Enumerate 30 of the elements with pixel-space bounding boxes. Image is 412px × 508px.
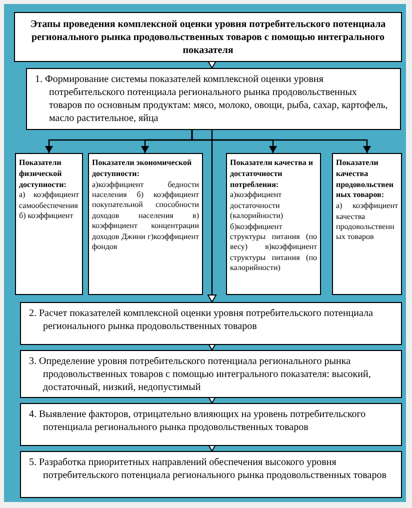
- box-heading: Показатели качества и достаточности потребления:: [230, 158, 314, 190]
- step-text: 4. Выявление факторов, отрицательно влияющих на уровень потребительского потенциала регионального рынка продовольственных товаров: [29, 408, 367, 434]
- indicator-box: [88, 153, 203, 295]
- indicator-box: [226, 153, 321, 295]
- step-text: 3. Определение уровня потребительского потенциала регионального рынка продовольственных товаров с помощью интегрального показателя: высокий, достаточный, низкий, недопустимый: [29, 355, 372, 394]
- step-text: 1. Формирование системы показателей комплексной оценки уровня потребительского потенциала регионального рынка продовольственных товаров по основным продуктам: мясо, молоко, овощи, рыба, сахар, картофель, масло растительное, яйца: [35, 73, 389, 125]
- title-box: [14, 12, 402, 62]
- step-box: [20, 350, 402, 398]
- box-heading: Показатели экономической доступности:: [92, 158, 193, 180]
- indicator-box: [15, 153, 83, 295]
- box-body: а)коэффициент бедности населения б) коэффициент покупательной способности доходов населения в) коэффициент концентрации доходов Джини г)коэффициент фондов: [92, 180, 199, 252]
- title-text: Этапы проведения комплексной оценки уровня потребительского потенциала регионального рынка продовольственных товаров с помощью интегрального показателя: [29, 18, 387, 56]
- step-box: [20, 451, 402, 498]
- step-box: [26, 68, 401, 130]
- step-text: 5. Разработка приоритетных направлений обеспечения высокого уровня потребительского потенциала регионального рынка продовольственных товаров: [29, 456, 388, 482]
- step-box: [20, 403, 402, 446]
- box-body: а) коэффициент самообеспечения б) коэффициент: [19, 190, 79, 222]
- arrow: [208, 342, 216, 350]
- step-text: 2. Расчет показателей комплексной оценки уровня потребительского потенциала регионального рынка продовольственных товаров: [29, 307, 374, 333]
- arrow: [208, 396, 216, 404]
- arrow: [208, 444, 216, 452]
- box-heading: Показатели физической доступности:: [19, 158, 68, 190]
- box-heading: Показатели качества продовольственных товаров:: [336, 158, 395, 202]
- indicator-box: [332, 153, 402, 295]
- box-body: а) коэффициент качества продовольственных товаров: [336, 201, 398, 243]
- box-body: а)коэффициент достаточности (калорийности) б)коэффициент структуры питания (по весу) в)коэффициент структуры питания (по калорийности): [230, 190, 317, 274]
- arrow: [208, 60, 216, 68]
- arrow: [208, 130, 216, 302]
- step-box: [20, 302, 402, 345]
- arrow: [191, 130, 371, 153]
